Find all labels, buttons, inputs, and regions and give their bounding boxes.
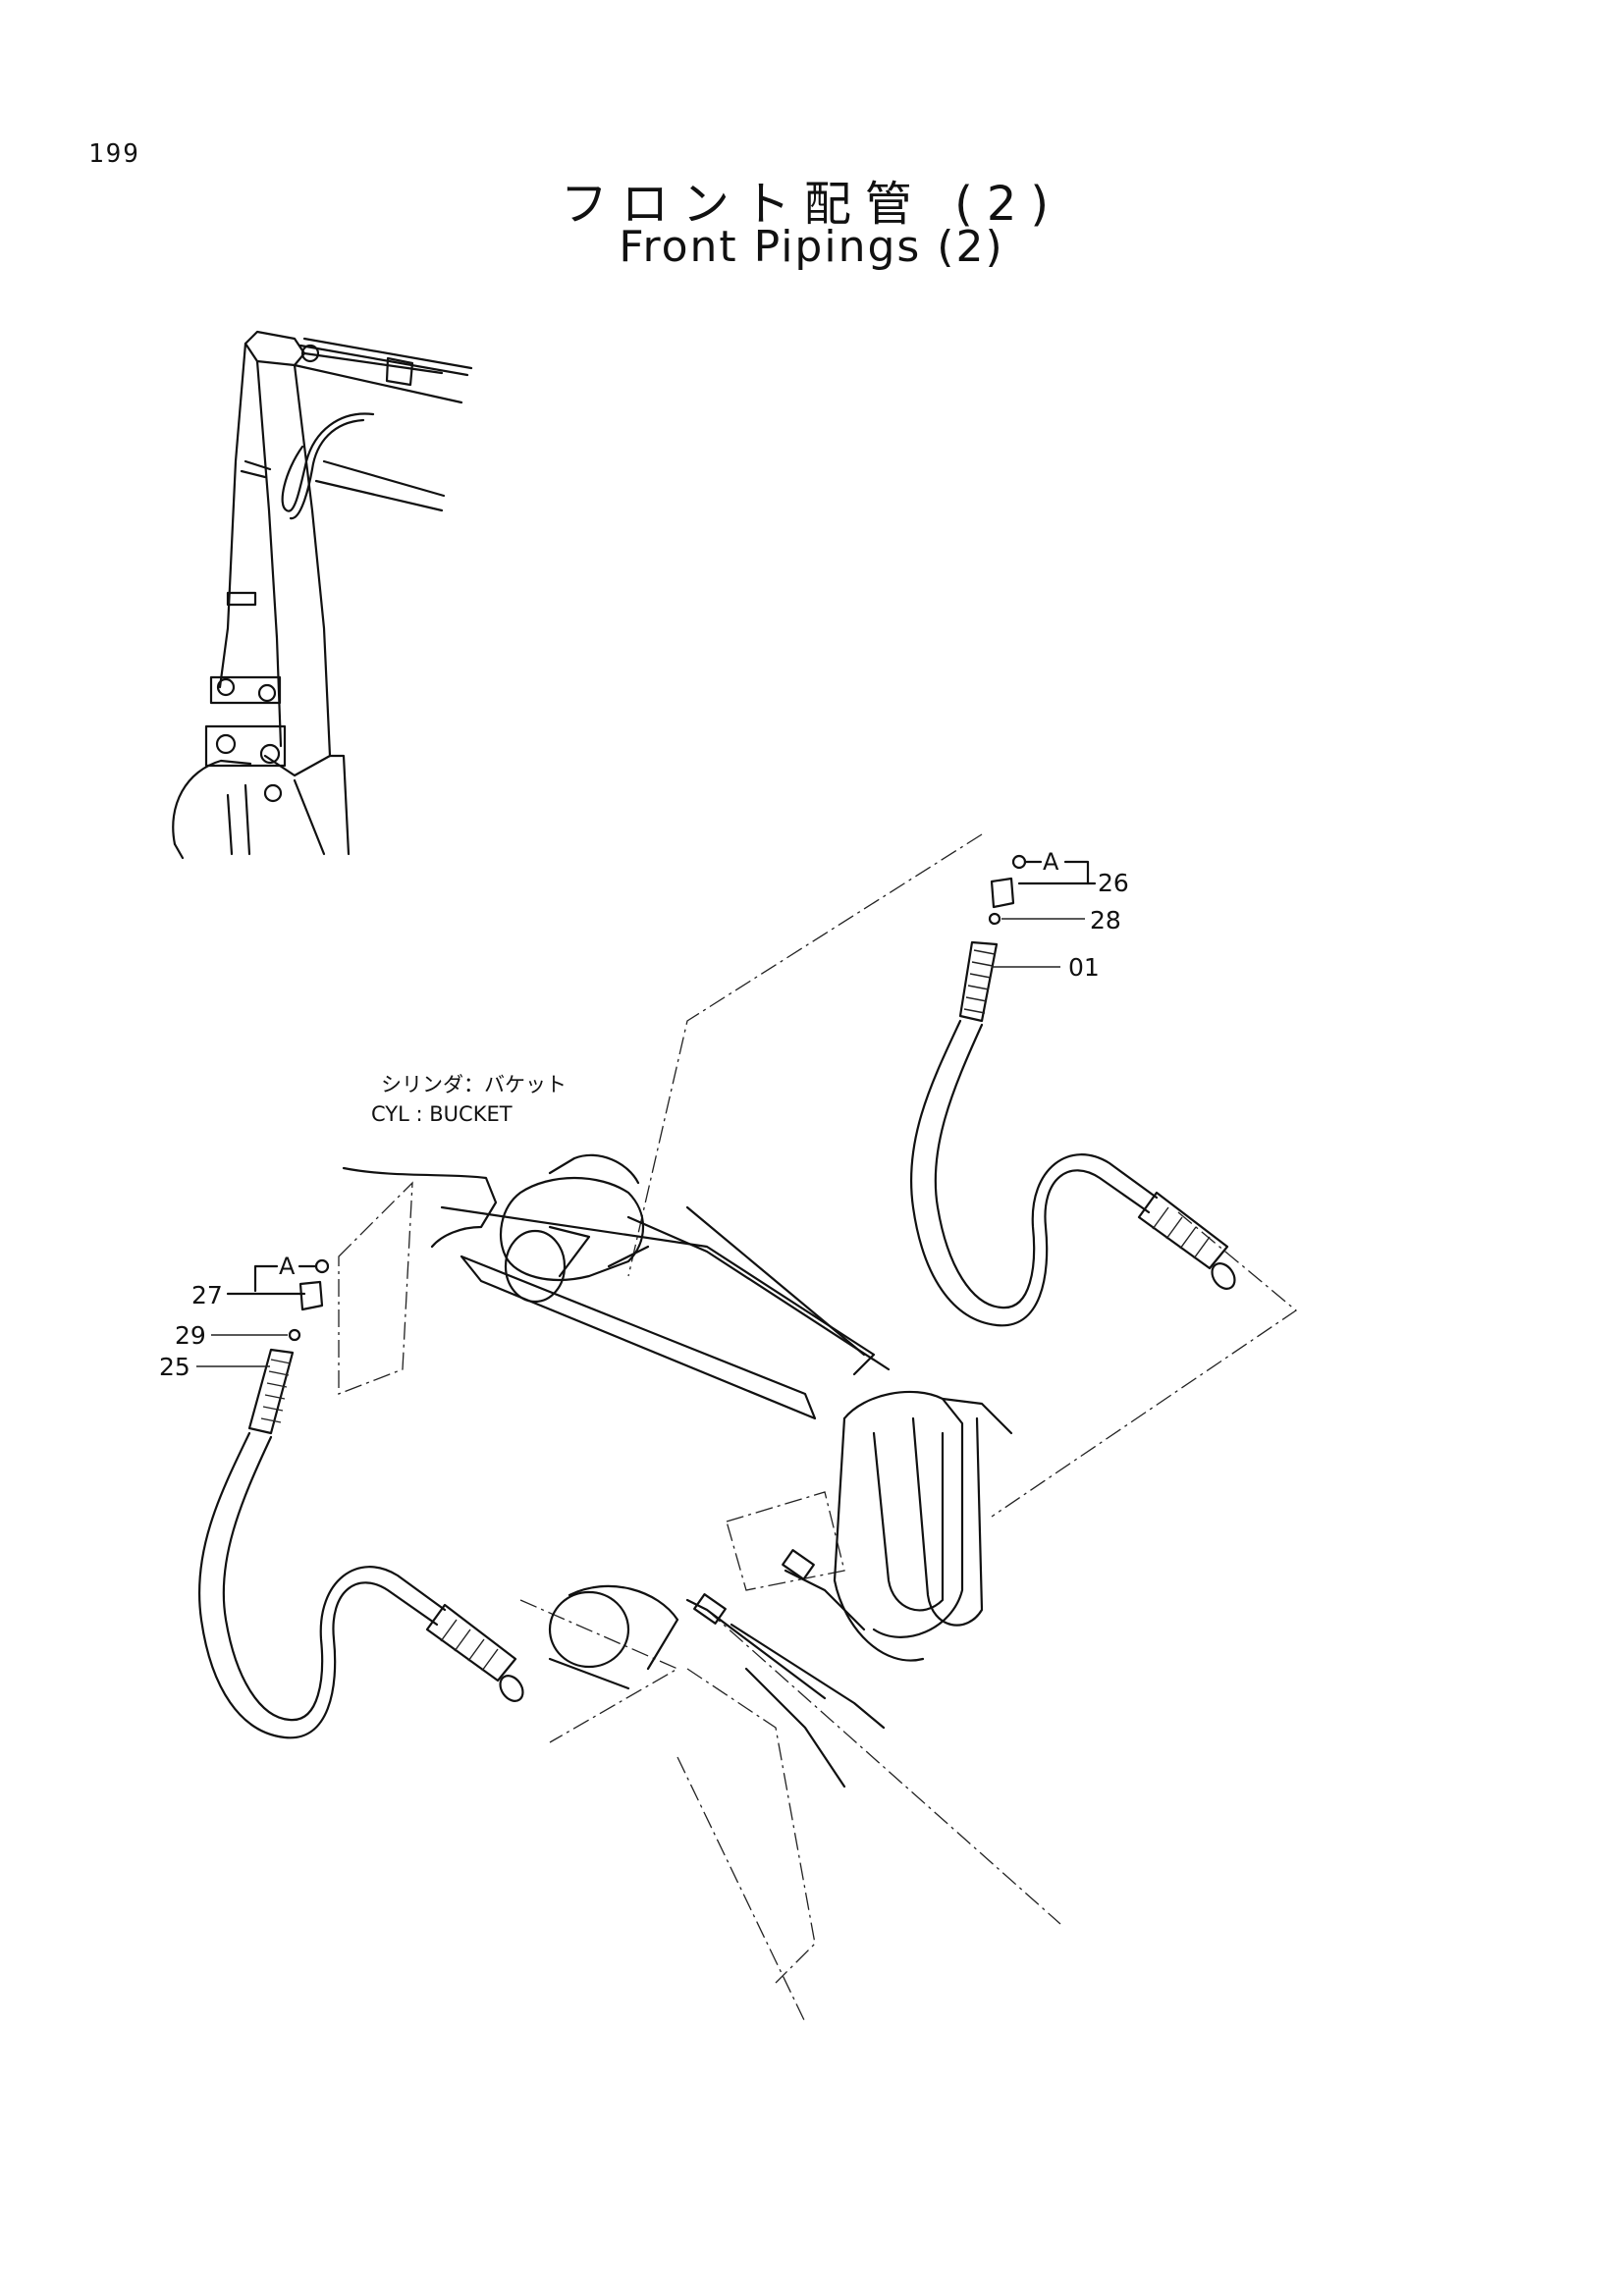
part-25-hose-fitting-bottom: [425, 1603, 517, 1682]
callout-29: 29: [175, 1321, 206, 1350]
hose-assembly-right: [909, 854, 1236, 1327]
part-01-hose-fitting-bottom: [1137, 1191, 1229, 1270]
part-01-hose-line: [909, 1019, 1151, 1327]
part-27-adapter: [298, 1280, 324, 1311]
part-26-adapter: [990, 877, 1015, 909]
part-25-hose-line: [197, 1431, 439, 1739]
callout-26: 26: [1098, 869, 1129, 897]
page-number: 199: [88, 139, 140, 169]
view-marker-a-left: A: [279, 1253, 296, 1280]
view-marker-dot-right: [1011, 854, 1027, 870]
part-01-hose-fitting-top: [958, 940, 999, 1023]
view-marker-dot-left: [314, 1258, 330, 1274]
main-view-outline: [338, 833, 1298, 2023]
part-29-o-ring: [288, 1328, 301, 1342]
part-28-o-ring: [988, 912, 1001, 926]
page-title-japanese: フロント配管 (2): [560, 177, 1063, 232]
page-title-english: Front Pipings (2): [619, 222, 1004, 272]
callout-25: 25: [159, 1353, 190, 1381]
view-marker-a-right: A: [1043, 848, 1059, 876]
diagram-labels: A A シリンダ：バケット CYL : BUCKET 26 28 01 27 2…: [159, 848, 1129, 1381]
component-label-english: CYL : BUCKET: [371, 1102, 513, 1126]
part-25-hose-fitting-top: [247, 1348, 295, 1435]
overview-inset-boom-arm: [172, 330, 473, 860]
callout-27: 27: [191, 1281, 223, 1309]
component-label-japanese: シリンダ：バケット: [381, 1073, 567, 1096]
callout-28: 28: [1090, 906, 1121, 934]
callout-01: 01: [1068, 953, 1100, 982]
hose-assembly-left: [196, 1258, 524, 1739]
